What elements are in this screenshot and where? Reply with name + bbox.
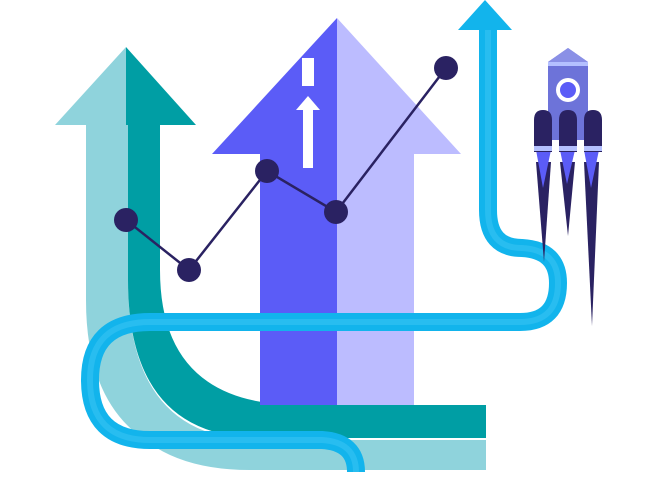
rocket bbox=[534, 48, 602, 326]
blue-winding-arrow bbox=[81, 0, 567, 473]
teal-arrowhead-dark bbox=[126, 47, 196, 125]
trend-point-2 bbox=[177, 258, 201, 282]
trend-line bbox=[114, 56, 458, 282]
rocket-exhaust-center bbox=[560, 162, 575, 236]
teal-curved-arrow bbox=[55, 47, 486, 470]
trend-point-3 bbox=[255, 159, 279, 183]
purple-arrowhead-right bbox=[337, 18, 461, 154]
teal-arrowhead-light bbox=[55, 47, 126, 125]
small-up-arrow-icon bbox=[296, 96, 320, 168]
rocket-exhaust-right bbox=[584, 162, 599, 326]
purple-arrowhead-left bbox=[212, 18, 337, 154]
white-cutout-bar bbox=[302, 58, 314, 86]
rocket-booster-band-left bbox=[534, 146, 552, 151]
blue-arrowhead bbox=[458, 0, 512, 30]
purple-split-arrow bbox=[212, 18, 461, 405]
trend-point-1 bbox=[114, 208, 138, 232]
purple-arrow-shaft-right bbox=[337, 150, 414, 405]
rocket-booster-center bbox=[559, 110, 577, 152]
trend-point-5 bbox=[434, 56, 458, 80]
rocket-window-glass bbox=[560, 82, 576, 98]
rocket-flame-center bbox=[560, 150, 575, 184]
rocket-booster-band-center bbox=[559, 146, 577, 151]
rocket-stripe bbox=[548, 62, 588, 66]
rocket-nose bbox=[548, 48, 588, 62]
rocket-booster-band-right bbox=[584, 146, 602, 151]
purple-arrow-shaft-left bbox=[260, 150, 337, 405]
rocket-flame-left bbox=[536, 150, 551, 188]
teal-arrow-dark-body bbox=[128, 125, 486, 438]
rocket-flame-right bbox=[584, 150, 599, 188]
blue-arrow-highlight bbox=[87, 26, 561, 473]
rocket-exhaust-left bbox=[536, 162, 551, 262]
rocket-booster-right bbox=[584, 110, 602, 152]
rocket-booster-left bbox=[534, 110, 552, 152]
trend-point-4 bbox=[324, 200, 348, 224]
